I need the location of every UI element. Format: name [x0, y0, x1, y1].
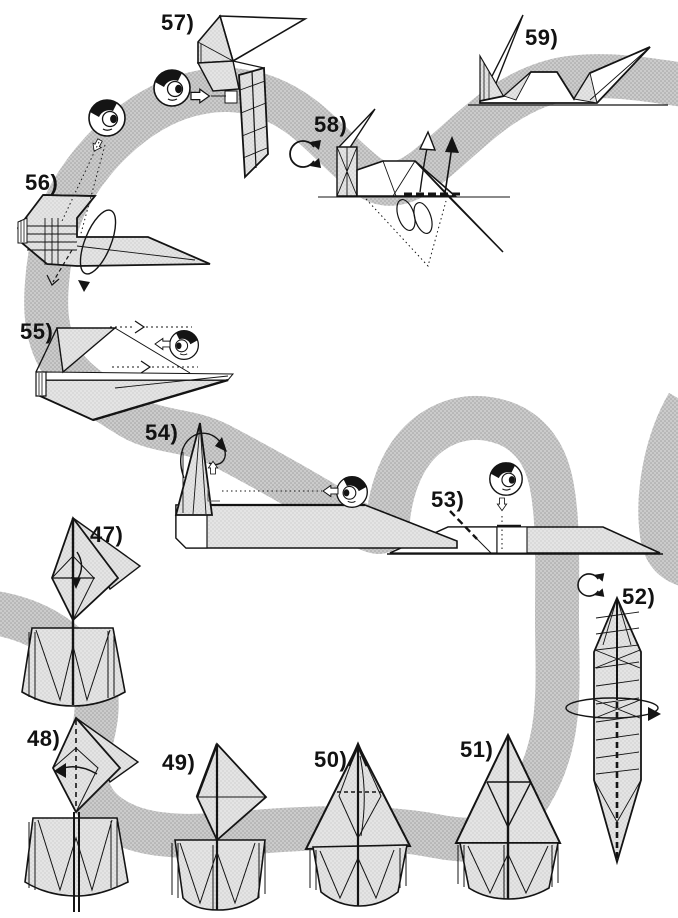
cut-fold-dashed-line: [449, 510, 478, 540]
rotate-fold-arrow-icon: [180, 432, 227, 479]
step-47-label: 47): [90, 522, 123, 547]
step-55-label: 55): [20, 319, 53, 344]
fold-up-solid-arrow-icon: [444, 136, 459, 194]
step-50-label: 50): [314, 747, 347, 772]
step-52-label: 52): [622, 584, 655, 609]
step-56-figure: [17, 194, 211, 292]
hollow-view-arrow-icon: [496, 497, 508, 512]
step-49-label: 49): [162, 750, 195, 775]
hidden-edge-dotted-line: [365, 198, 447, 267]
step-58-label: 58): [314, 112, 347, 137]
viewpoint-eye-57: [153, 69, 226, 107]
step-57-figure: [196, 14, 308, 180]
instruction-flow-path-right-edge: [638, 392, 678, 586]
step-55-figure: [35, 320, 235, 422]
fold-arrow-icon: [54, 763, 98, 778]
pull-out-hollow-arrow-icon: [418, 130, 437, 193]
viewpoint-eye-53: [489, 462, 523, 549]
sight-dotted-arrow: [110, 320, 198, 374]
rotate-circular-arrow-icon: [577, 572, 606, 598]
step-59-figure: [468, 14, 668, 106]
step-54-figure: [174, 422, 458, 549]
turn-over-ellipse-arrow-icon: [565, 697, 661, 721]
step-51-label: 51): [460, 737, 493, 762]
step-50-figure: [304, 741, 412, 907]
step-48-figure: [24, 716, 140, 912]
viewpoint-eye-56: [61, 99, 126, 238]
step-57-label: 57): [161, 10, 194, 35]
step-47-figure: [21, 516, 142, 707]
step-52-figure: [565, 595, 661, 866]
hollow-view-arrow-icon: [154, 337, 171, 351]
step-48-label: 48): [27, 726, 60, 751]
step-51-figure: [454, 732, 562, 900]
fold-dashed-arrow: [52, 249, 73, 283]
step-54-label: 54): [145, 420, 178, 445]
step-49-figure: [171, 742, 268, 911]
step-56-label: 56): [25, 170, 58, 195]
step-59-label: 59): [525, 25, 558, 50]
viewpoint-eye-55: [154, 329, 200, 361]
step-53-label: 53): [431, 487, 464, 512]
sight-dotted-line: [61, 141, 106, 238]
step-58-figure: [318, 108, 510, 267]
fold-arrow-icon: [71, 551, 83, 589]
rotate-fold-arrow-icon: [78, 209, 117, 292]
